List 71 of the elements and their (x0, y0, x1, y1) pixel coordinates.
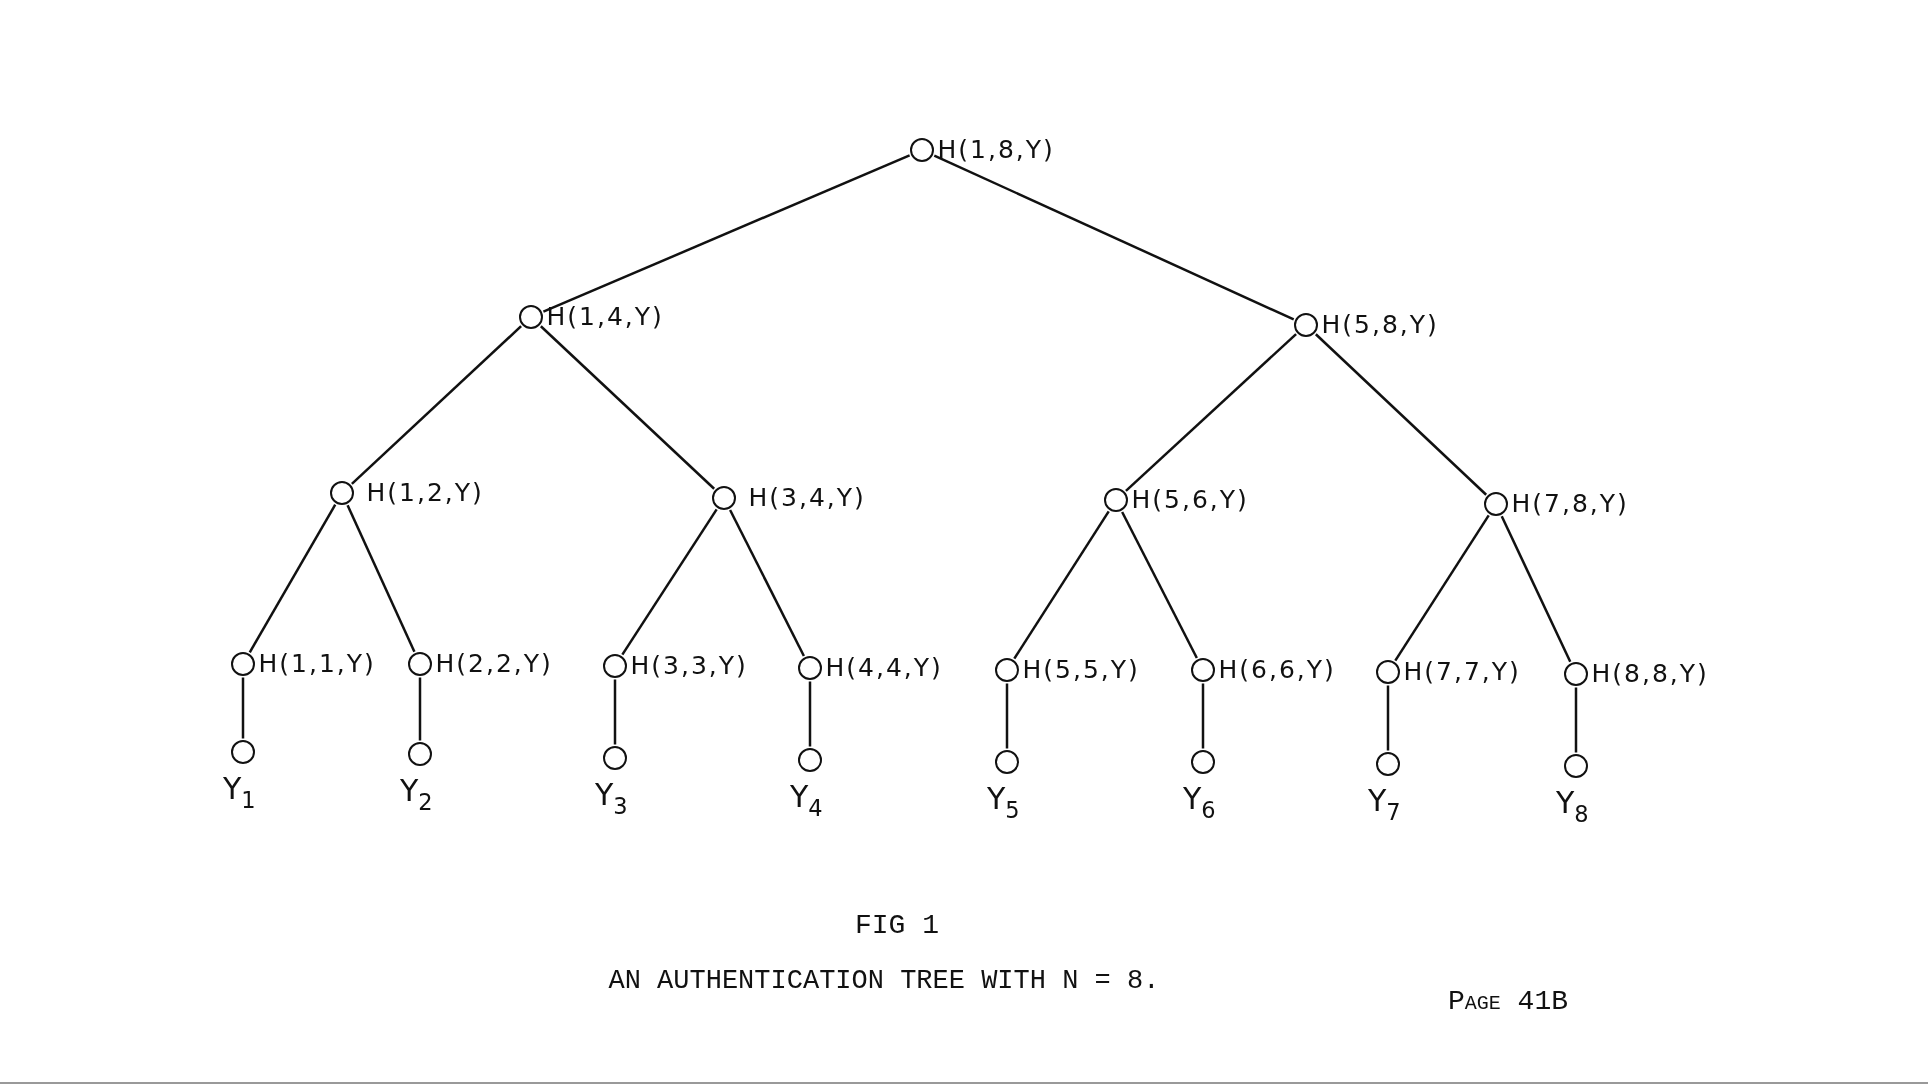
tree-branch-line (1394, 514, 1490, 662)
tree-node-circle (797, 747, 822, 772)
tree-node-circle (909, 137, 934, 162)
hash-label: H(5,6,Y) (1131, 487, 1249, 512)
tree-branch-line (728, 509, 806, 657)
tree-branch-line (248, 504, 337, 653)
tree-node-circle (230, 651, 255, 676)
tree-node-circle (994, 749, 1019, 774)
leaf-label: Y$_{2}$ (400, 776, 433, 814)
tree-branch-line (933, 154, 1295, 321)
hash-label: H(4,4,Y) (825, 655, 943, 680)
leaf-label: Y$_{7}$ (1368, 786, 1401, 824)
leaf-label: Y$_{4}$ (790, 782, 823, 820)
tree-node-circle (407, 651, 432, 676)
tree-node-circle (1190, 657, 1215, 682)
hash-label: H(1,2,Y) (366, 480, 484, 505)
tree-branch-line (1005, 683, 1009, 749)
hash-label: H(1,4,Y) (546, 304, 664, 329)
tree-node-circle (1190, 749, 1215, 774)
tree-branch-line (808, 681, 812, 747)
tree-node-circle (1103, 487, 1128, 512)
hash-label: H(7,7,Y) (1403, 659, 1521, 684)
figure-title: FIG 1 (855, 912, 939, 940)
tree-node-circle (1563, 753, 1588, 778)
tree-node-circle (602, 653, 627, 678)
tree-branch-line (346, 504, 416, 653)
tree-node-circle (1483, 491, 1508, 516)
leaf-label: Y$_{3}$ (595, 780, 628, 818)
tree-node-circle (1563, 661, 1588, 686)
tree-branch-line (613, 679, 617, 745)
tree-node-circle (407, 741, 432, 766)
tree-branch-line (1574, 687, 1578, 753)
hash-label: H(8,8,Y) (1591, 661, 1709, 686)
tree-node-circle (329, 480, 354, 505)
leaf-label: Y$_{5}$ (987, 784, 1020, 822)
tree-node-circle (797, 655, 822, 680)
leaf-label: Y$_{1}$ (223, 774, 256, 812)
tree-node-circle (711, 485, 736, 510)
tree-node-circle (1375, 751, 1400, 776)
hash-label: H(1,8,Y) (937, 137, 1055, 162)
page-number: Page 41B (1448, 988, 1569, 1016)
tree-branch-line (542, 154, 911, 313)
tree-branch-line (540, 325, 715, 490)
hash-label: H(3,4,Y) (748, 485, 866, 510)
hash-label: H(2,2,Y) (435, 651, 553, 676)
tree-node-circle (230, 739, 255, 764)
hash-label: H(5,8,Y) (1321, 312, 1439, 337)
hash-label: H(1,1,Y) (258, 651, 376, 676)
tree-node-circle (994, 657, 1019, 682)
tree-branch-line (1121, 511, 1198, 659)
tree-branch-line (1201, 683, 1205, 749)
hash-label: H(3,3,Y) (630, 653, 748, 678)
hash-label: H(7,8,Y) (1511, 491, 1629, 516)
tree-branch-line (1013, 510, 1110, 660)
tree-node-circle (602, 745, 627, 770)
tree-branch-line (621, 508, 718, 656)
leaf-label: Y$_{6}$ (1183, 784, 1216, 822)
tree-branch-line (1125, 333, 1297, 492)
tree-node-circle (1375, 659, 1400, 684)
hash-label: H(6,6,Y) (1218, 657, 1336, 682)
tree-branch-line (351, 325, 522, 485)
hash-label: H(5,5,Y) (1022, 657, 1140, 682)
tree-branch-line (1314, 333, 1488, 496)
tree-branch-line (1500, 515, 1572, 663)
figure-caption: AN AUTHENTICATION TREE WITH N = 8. (608, 968, 1160, 995)
tree-node-circle (518, 304, 543, 329)
leaf-label: Y$_{8}$ (1556, 788, 1589, 826)
tree-node-circle (1293, 312, 1318, 337)
tree-branch-line (241, 677, 245, 739)
tree-branch-line (1386, 685, 1390, 751)
tree-branch-line (418, 677, 422, 741)
